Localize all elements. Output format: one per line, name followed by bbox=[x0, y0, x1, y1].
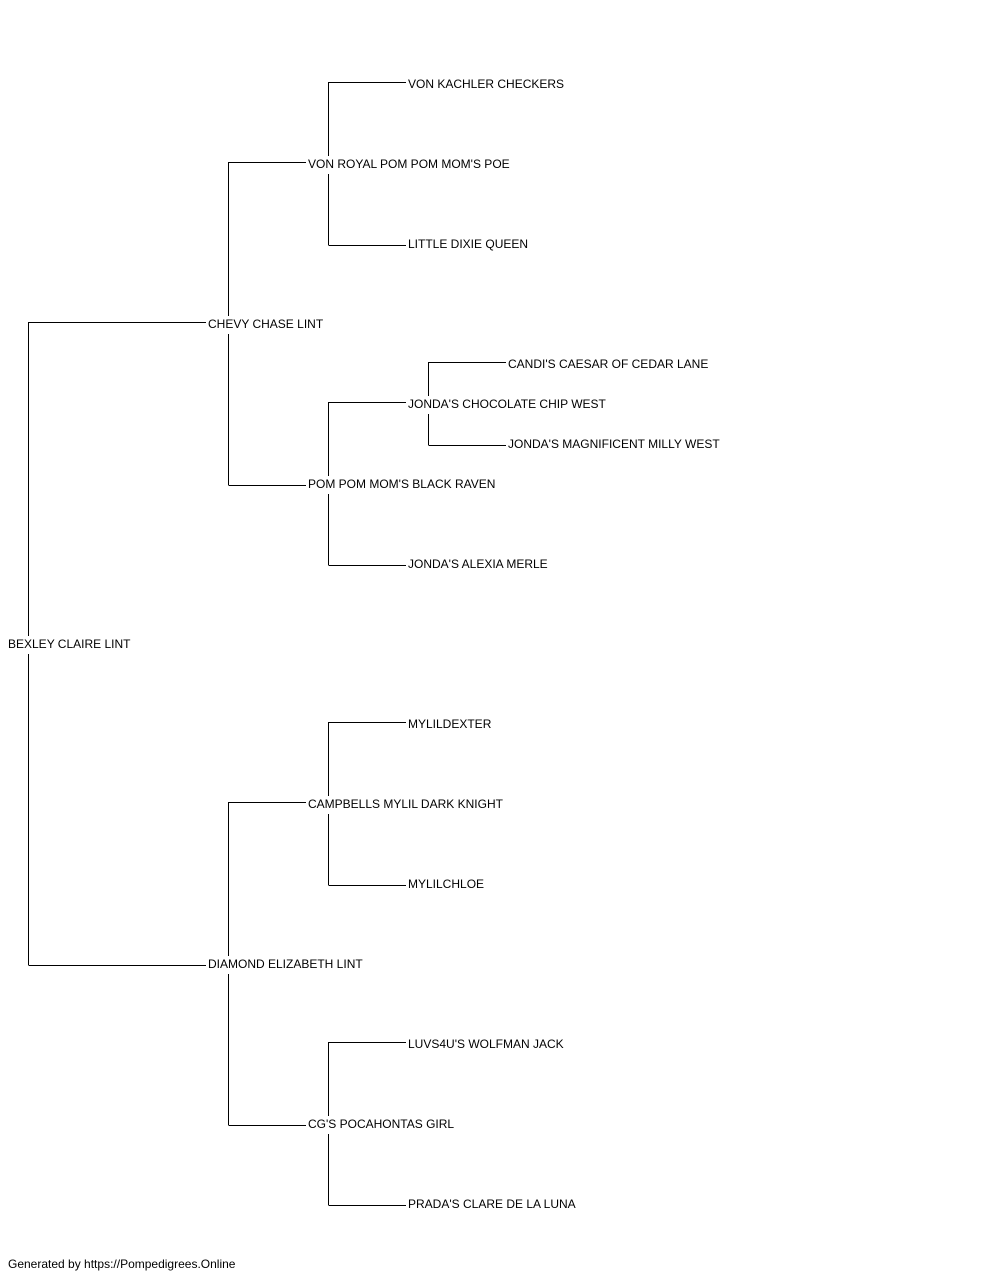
sire-dam-dam-name: JONDA'S ALEXIA MERLE bbox=[408, 557, 548, 571]
dam-dam-name: CG'S POCAHONTAS GIRL bbox=[308, 1117, 454, 1131]
dam-sire-sire-name: MYLILDEXTER bbox=[408, 717, 492, 731]
sire-sire-dam-name: LITTLE DIXIE QUEEN bbox=[408, 237, 528, 251]
dam-name: DIAMOND ELIZABETH LINT bbox=[208, 957, 363, 971]
pedigree-labels: BEXLEY CLAIRE LINT CHEVY CHASE LINT DIAM… bbox=[8, 77, 720, 1211]
generated-by-credit: Generated by https://Pompedigrees.Online bbox=[8, 1257, 236, 1271]
pedigree-tree: BEXLEY CLAIRE LINT CHEVY CHASE LINT DIAM… bbox=[8, 77, 720, 1211]
sire-dam-sire-name: JONDA'S CHOCOLATE CHIP WEST bbox=[408, 397, 607, 411]
sire-dam-sire-sire-name: CANDI'S CAESAR OF CEDAR LANE bbox=[508, 357, 708, 371]
dam-sire-name: CAMPBELLS MYLIL DARK KNIGHT bbox=[308, 797, 504, 811]
sire-sire-name: VON ROYAL POM POM MOM'S POE bbox=[308, 157, 510, 171]
sire-name: CHEVY CHASE LINT bbox=[208, 317, 324, 331]
dam-dam-sire-name: LUVS4U'S WOLFMAN JACK bbox=[408, 1037, 564, 1051]
dam-dam-dam-name: PRADA'S CLARE DE LA LUNA bbox=[408, 1197, 576, 1211]
connectors-subject bbox=[28, 322, 206, 966]
connectors-sire bbox=[228, 82, 506, 566]
subject-name: BEXLEY CLAIRE LINT bbox=[8, 637, 131, 651]
connectors-dam bbox=[228, 722, 406, 1206]
sire-dam-name: POM POM MOM'S BLACK RAVEN bbox=[308, 477, 495, 491]
dam-sire-dam-name: MYLILCHLOE bbox=[408, 877, 484, 891]
sire-sire-sire-name: VON KACHLER CHECKERS bbox=[408, 77, 564, 91]
sire-dam-sire-dam-name: JONDA'S MAGNIFICENT MILLY WEST bbox=[508, 437, 720, 451]
